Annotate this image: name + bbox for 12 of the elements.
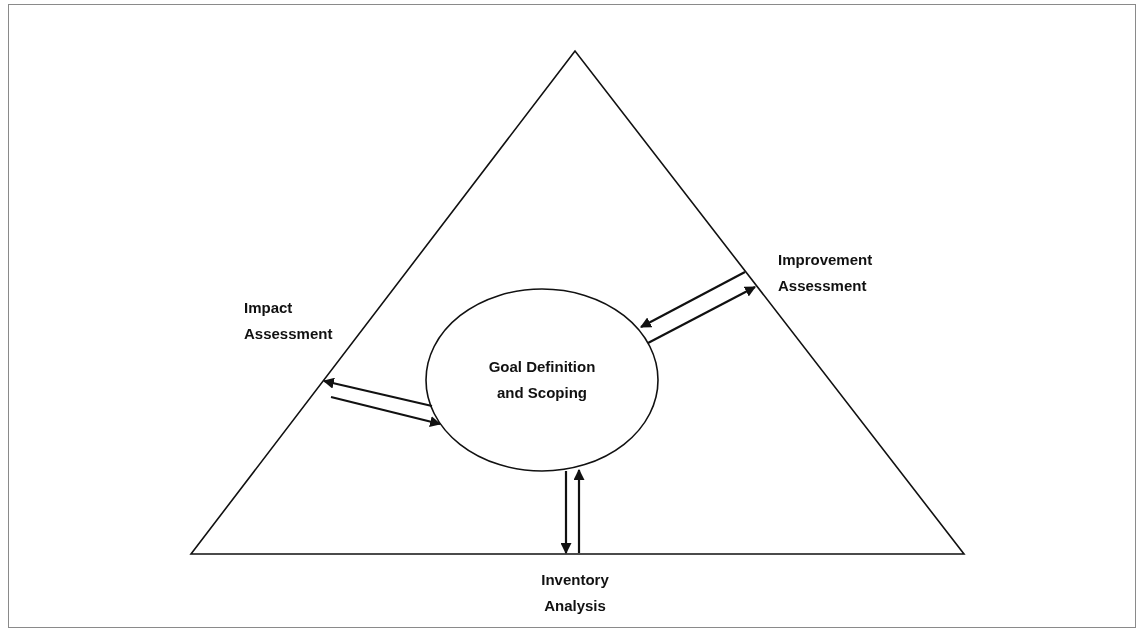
node-label: Impact Assessment (244, 298, 334, 344)
node-label: Improvement Assessment (778, 250, 874, 296)
arrow (573, 468, 585, 553)
arrow (330, 395, 442, 427)
circle-node (425, 288, 659, 472)
triangle-shape (190, 50, 965, 555)
arrow (647, 286, 756, 344)
arrow (322, 377, 433, 408)
arrow (640, 271, 746, 328)
node-label: Inventory Analysis (540, 570, 610, 616)
arrow (560, 471, 572, 555)
node-label: Goal Definition and Scoping (487, 357, 597, 403)
